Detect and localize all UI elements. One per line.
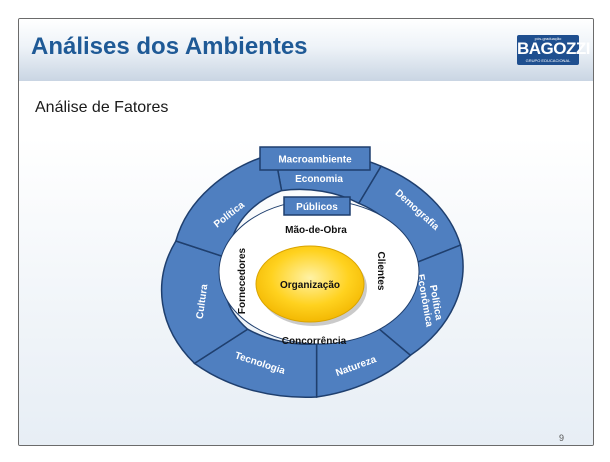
environment-diagram: Macroambiente Economia Demografia Políti… xyxy=(160,146,464,399)
organization-core xyxy=(255,245,365,323)
macroambiente-box xyxy=(259,146,371,171)
label-fornecedores: Fornecedores xyxy=(237,247,248,314)
page-number: 9 xyxy=(559,433,565,443)
label-concorrencia: Concorrência xyxy=(282,336,347,347)
slide-frame: Análises dos Ambientes pós-graduação BAG… xyxy=(18,18,594,446)
label-economia: Economia xyxy=(295,174,343,185)
macroambiente-label: Macroambiente xyxy=(278,155,352,166)
publicos-box xyxy=(283,196,351,216)
slide-title: Análises dos Ambientes xyxy=(31,33,308,60)
label-mao-de-obra: Mão-de-Obra xyxy=(285,225,347,236)
title-bar: Análises dos Ambientes pós-graduação BAG… xyxy=(19,19,593,81)
logo-top-text: pós-graduação xyxy=(534,36,562,41)
logo-name: BAGOZZI xyxy=(517,39,591,58)
logo-bottom-text: GRUPO EDUCACIONAL xyxy=(525,58,571,63)
slide-subtitle: Análise de Fatores xyxy=(35,99,169,116)
organization-label: Organização xyxy=(280,280,340,291)
bagozzi-logo: pós-graduação BAGOZZI GRUPO EDUCACIONAL xyxy=(517,35,591,65)
label-cultura: Cultura xyxy=(195,283,211,320)
publicos-label: Públicos xyxy=(296,202,338,213)
label-clientes: Clientes xyxy=(375,252,386,291)
